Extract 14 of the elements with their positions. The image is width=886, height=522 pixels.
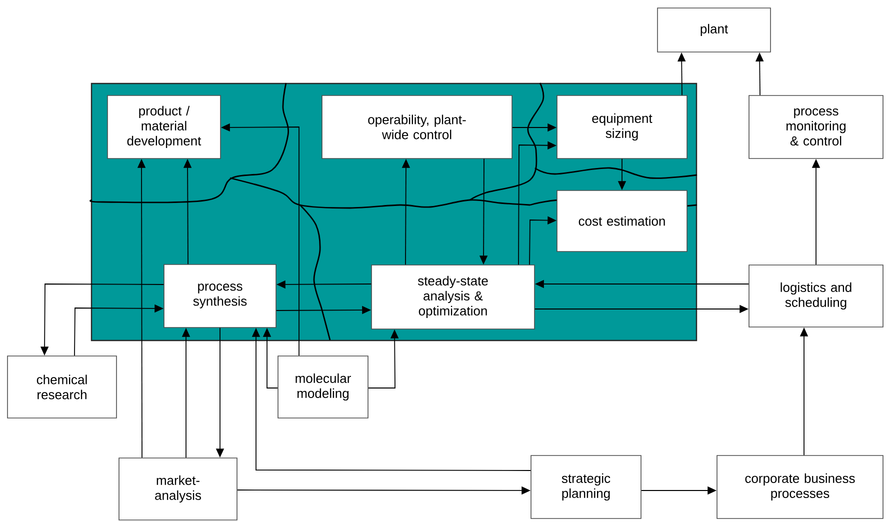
- process-box: chemical research: [7, 356, 117, 418]
- process-box: plant: [657, 8, 771, 52]
- process-box: process monitoring & control: [748, 95, 884, 159]
- process-box: product / material development: [107, 95, 221, 159]
- process-box: corporate business processes: [716, 455, 884, 519]
- process-box: operability, plant-wide control: [322, 95, 512, 159]
- process-box: steady-state analysis & optimization: [371, 264, 535, 330]
- process-box: process synthesis: [164, 264, 276, 328]
- process-box: strategic planning: [530, 455, 642, 519]
- process-box: market- analysis: [118, 458, 238, 520]
- process-box: logistics and scheduling: [748, 264, 884, 328]
- process-box: cost estimation: [556, 190, 688, 252]
- process-box: equipment sizing: [556, 95, 688, 159]
- process-box: molecular modeling: [278, 356, 368, 418]
